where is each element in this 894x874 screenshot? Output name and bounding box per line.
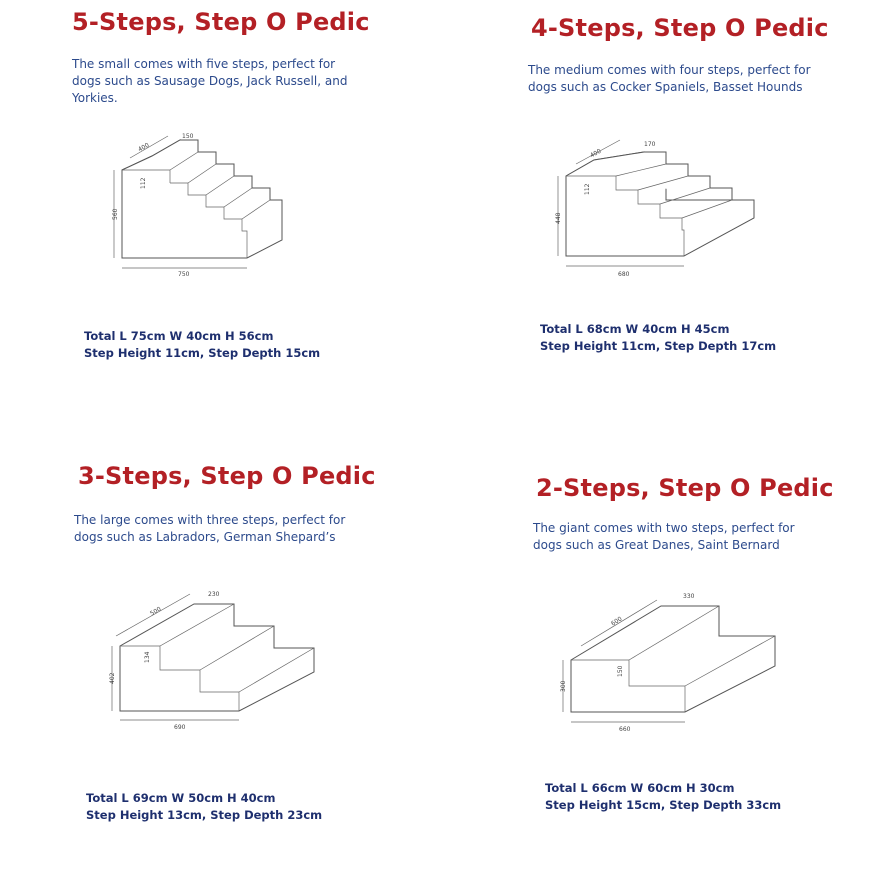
dim-width: 600 bbox=[610, 615, 624, 627]
stair-diagram-4-steps: 680 448 400 170 112 bbox=[554, 130, 794, 280]
stair-diagram-3-steps: 690 402 500 230 134 bbox=[104, 586, 334, 731]
panel-description: The small comes with five steps, perfect… bbox=[72, 57, 348, 105]
dim-length: 750 bbox=[178, 271, 190, 278]
dim-step-height: 134 bbox=[144, 651, 151, 663]
dim-length: 660 bbox=[619, 726, 631, 733]
panel-title: 2-Steps, Step O Pedic bbox=[536, 474, 834, 502]
dim-height: 560 bbox=[112, 208, 119, 220]
panel-description: The large comes with three steps, perfec… bbox=[74, 513, 346, 544]
dim-length: 680 bbox=[618, 271, 630, 278]
dim-height: 402 bbox=[109, 672, 116, 684]
panel-description: The giant comes with two steps, perfect … bbox=[533, 521, 795, 552]
dim-height: 448 bbox=[555, 212, 562, 224]
spec-total: Total L 68cm W 40cm H 45cm bbox=[540, 322, 730, 336]
product-panel-2-steps: 2-Steps, Step O Pedic The giant comes wi… bbox=[533, 474, 894, 874]
dim-step-depth: 150 bbox=[182, 133, 194, 140]
dim-step-height: 150 bbox=[617, 665, 624, 677]
stair-diagram-2-steps: 660 300 600 330 150 bbox=[557, 590, 787, 735]
spec-step: Step Height 11cm, Step Depth 15cm bbox=[84, 346, 321, 360]
panel-title: 5-Steps, Step O Pedic bbox=[72, 8, 370, 36]
dim-step-depth: 230 bbox=[208, 591, 220, 598]
dim-step-depth: 330 bbox=[683, 593, 695, 600]
panel-title: 4-Steps, Step O Pedic bbox=[531, 14, 829, 42]
product-panel-4-steps: 4-Steps, Step O Pedic The medium comes w… bbox=[528, 14, 894, 414]
panel-title: 3-Steps, Step O Pedic bbox=[78, 462, 376, 490]
product-panel-3-steps: 3-Steps, Step O Pedic The large comes wi… bbox=[74, 462, 494, 862]
dim-step-depth: 170 bbox=[644, 141, 656, 148]
spec-total: Total L 69cm W 50cm H 40cm bbox=[86, 791, 276, 805]
dim-step-height: 112 bbox=[140, 177, 147, 189]
dim-height: 300 bbox=[560, 680, 567, 692]
product-panel-5-steps: 5-Steps, Step O Pedic The small comes wi… bbox=[72, 8, 492, 408]
dim-step-height: 112 bbox=[584, 183, 591, 195]
dim-width: 500 bbox=[149, 606, 163, 618]
spec-step: Step Height 13cm, Step Depth 23cm bbox=[86, 808, 323, 822]
panel-description: The medium comes with four steps, perfec… bbox=[528, 63, 811, 94]
spec-total: Total L 66cm W 60cm H 30cm bbox=[545, 781, 735, 795]
spec-step: Step Height 15cm, Step Depth 33cm bbox=[545, 798, 782, 812]
dim-width: 400 bbox=[589, 148, 603, 160]
spec-total: Total L 75cm W 40cm H 56cm bbox=[84, 329, 274, 343]
spec-step: Step Height 11cm, Step Depth 17cm bbox=[540, 339, 777, 353]
stair-diagram-5-steps: 750 560 400 150 112 bbox=[112, 128, 352, 278]
dim-width: 400 bbox=[137, 142, 151, 154]
dim-length: 690 bbox=[174, 724, 186, 731]
